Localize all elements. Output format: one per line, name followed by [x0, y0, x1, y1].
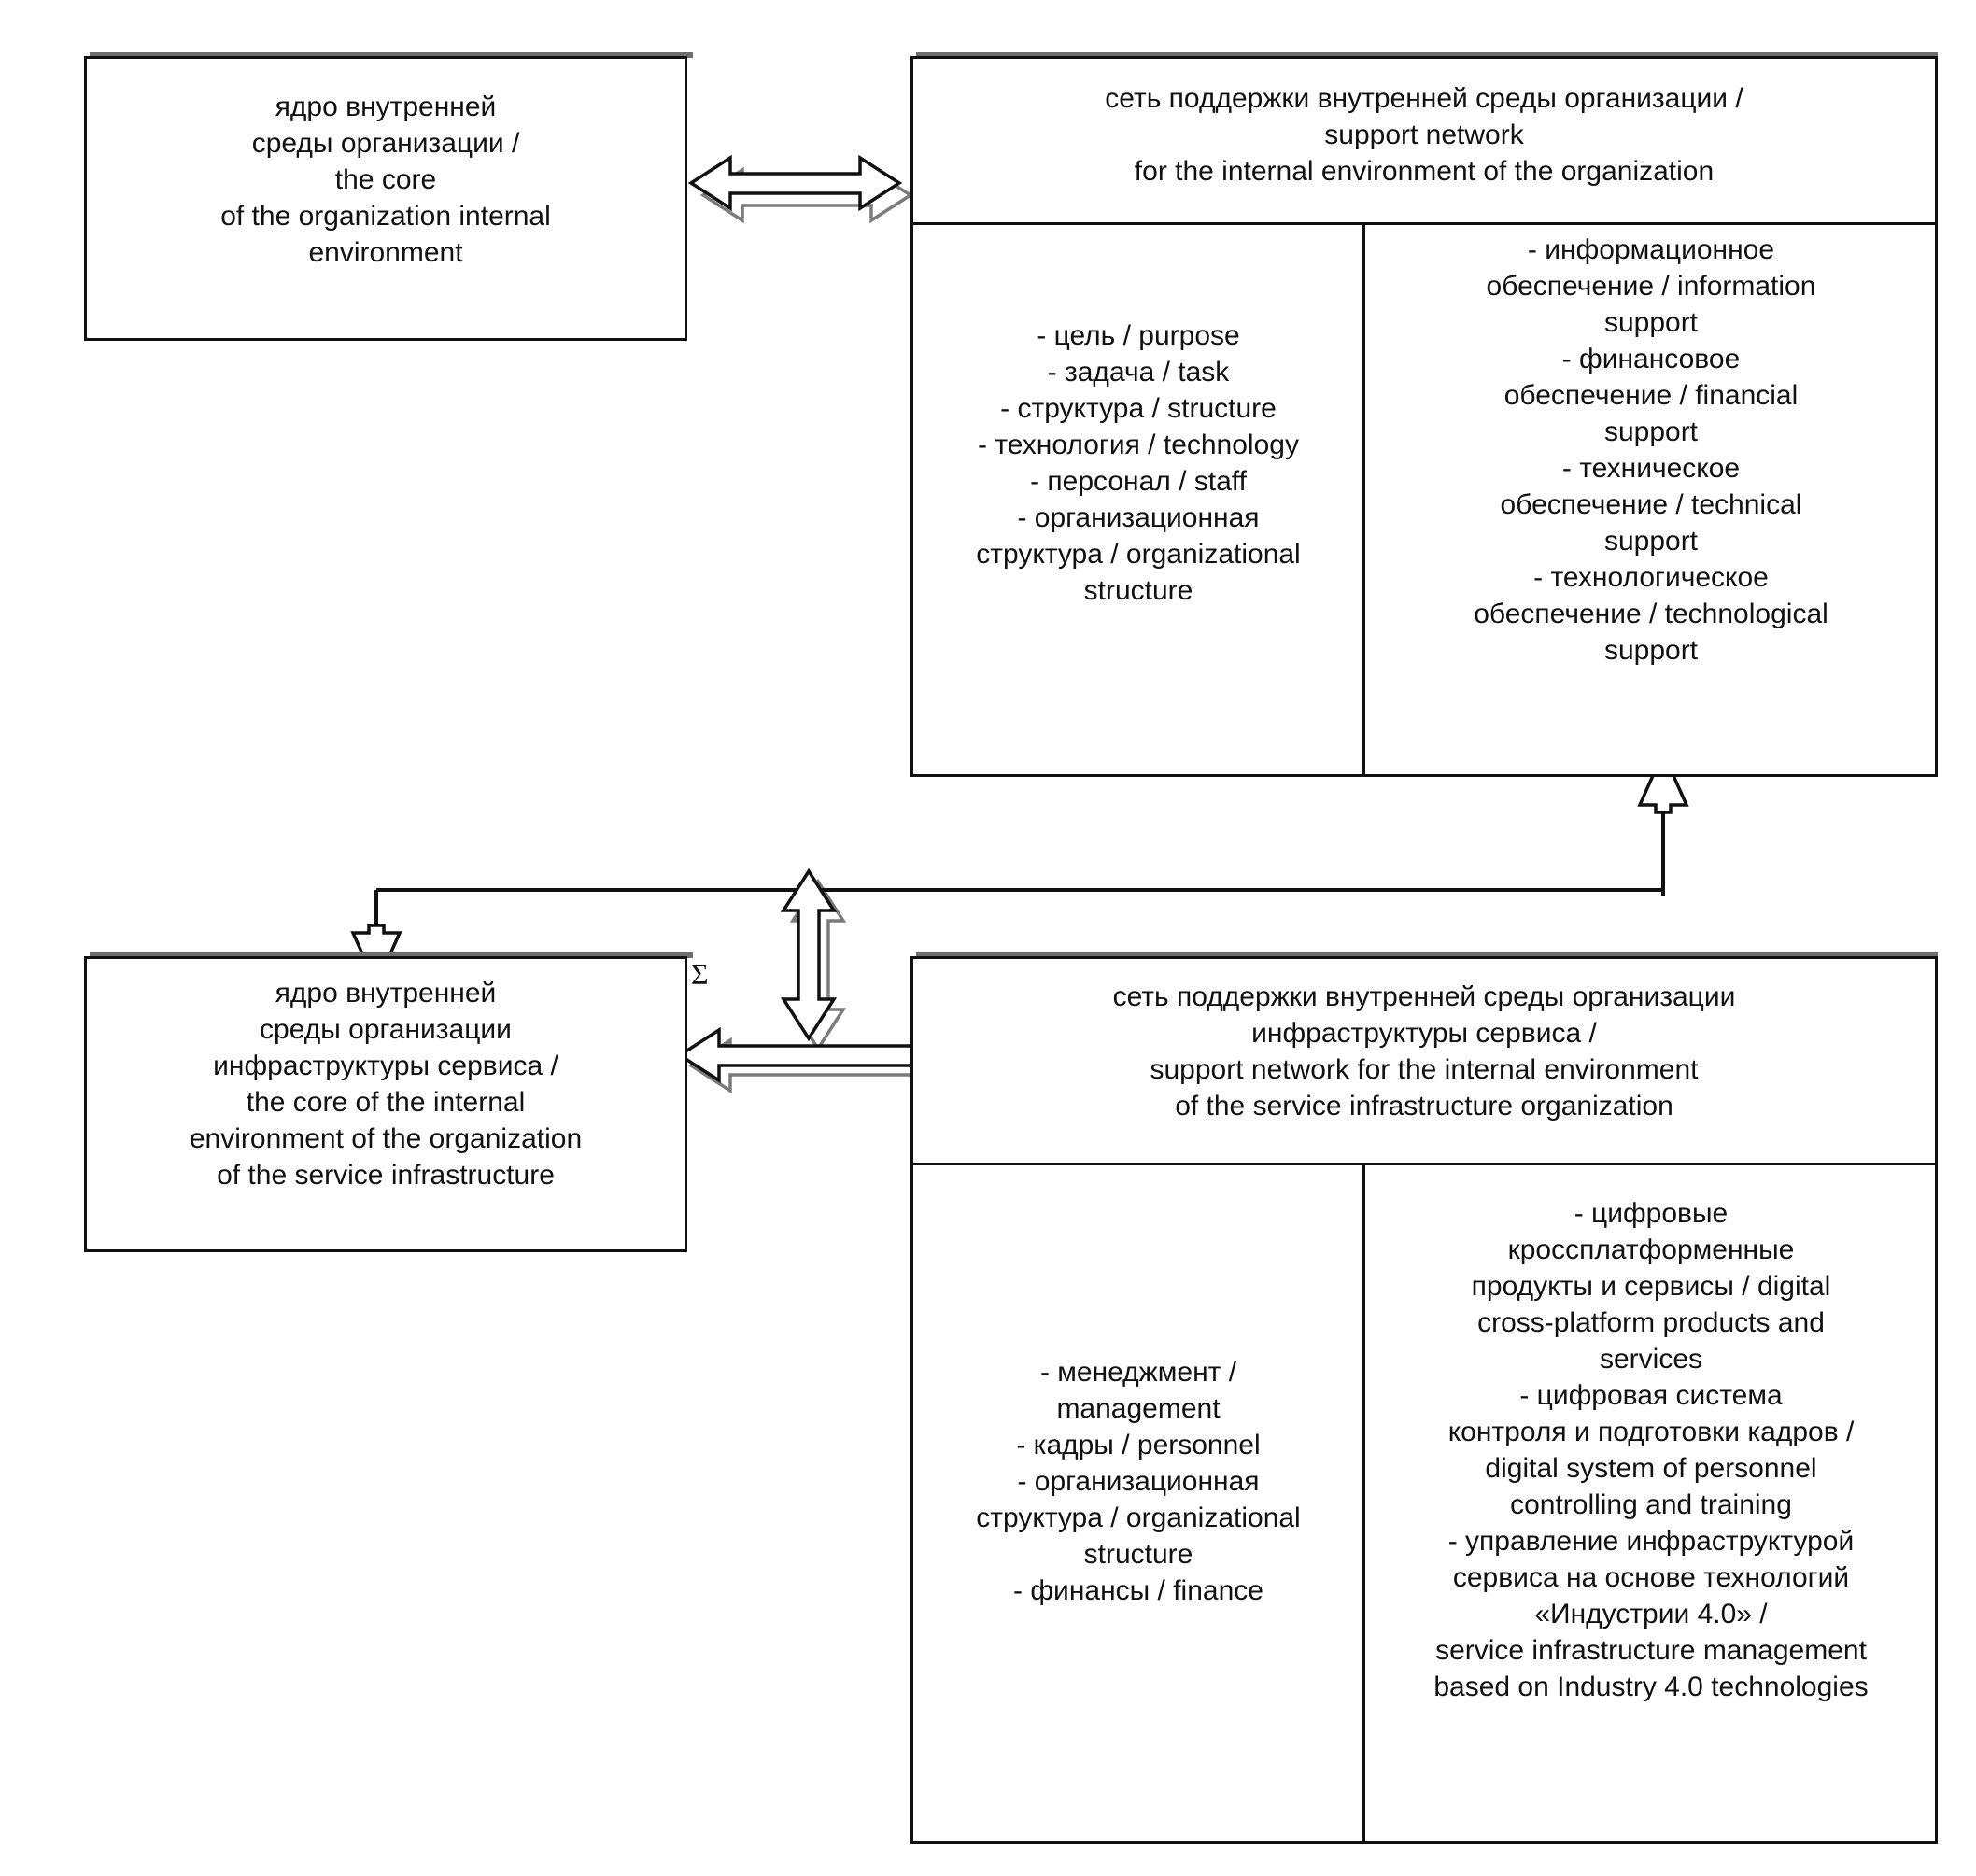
- top-right-box-shadow: [916, 52, 1938, 58]
- bottom-right-box-shadow: [916, 952, 1938, 958]
- top-left-box-shadow: [90, 52, 693, 58]
- top-left-core-text: ядро внутренней среды организации / the …: [220, 92, 551, 268]
- top-left-core-box: [84, 56, 687, 341]
- sigma-label: Σ: [691, 957, 709, 991]
- bottom-left-core-box: [84, 956, 687, 1252]
- arrow-top-bidirectional: [687, 154, 903, 212]
- bottom-right-header-text: сеть поддержки внутренней среды организа…: [1112, 981, 1736, 1121]
- arrow-middle-vertical-bidirectional: [780, 867, 838, 1042]
- top-right-left-column-text: - цель / purpose - задача / task - струк…: [976, 320, 1301, 606]
- top-right-header-text: сеть поддержки внутренней среды организа…: [1105, 83, 1743, 187]
- top-right-right-column-text: - информационное обеспечение / informati…: [1474, 234, 1828, 666]
- bottom-right-right-column-text: - цифровые кроссплатформенные продукты и…: [1433, 1198, 1869, 1702]
- bottom-right-column-divider: [1362, 1163, 1365, 1844]
- top-right-support-network-box: [910, 56, 1938, 777]
- top-right-column-divider: [1362, 222, 1365, 777]
- bottom-right-left-column-text: - менеджмент / management - кадры / pers…: [976, 1357, 1301, 1606]
- bottom-left-core-text: ядро внутренней среды организации инфрас…: [189, 978, 583, 1191]
- top-right-header-divider: [910, 222, 1938, 225]
- bottom-right-support-network-box: [910, 956, 1938, 1844]
- bottom-right-header-divider: [910, 1163, 1938, 1165]
- bottom-left-box-shadow: [90, 952, 693, 958]
